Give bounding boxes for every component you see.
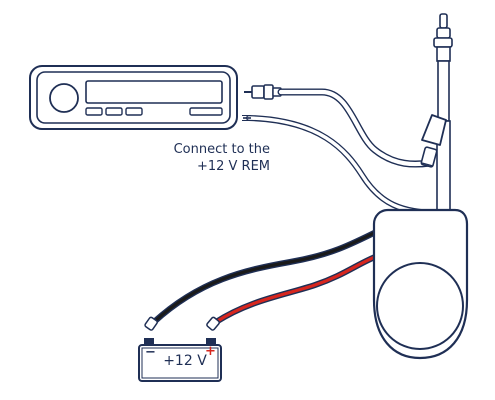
- volume-knob-icon: [49, 83, 79, 113]
- car-battery-icon: [138, 338, 222, 382]
- preset-button-3: [125, 107, 143, 116]
- antenna-motor-housing-icon: [372, 208, 469, 360]
- preset-button-2: [105, 107, 123, 116]
- radio-display: [85, 80, 223, 104]
- power-terminal-icon: [206, 316, 220, 331]
- battery-negative-symbol: −: [145, 345, 156, 360]
- battery-voltage-label: +12 V: [163, 353, 207, 369]
- rem-voltage-label: +12 V REM: [196, 159, 270, 174]
- power-antenna-icon: [420, 13, 453, 217]
- motor-cover-icon: [376, 262, 464, 350]
- car-radio-head-unit-icon: [29, 65, 238, 130]
- preset-button-4: [189, 107, 223, 116]
- rem-connection-label: Connect to the: [173, 142, 270, 157]
- rca-plug-icon: [244, 84, 282, 100]
- ground-terminal-icon: [144, 316, 158, 331]
- ground-wire-black: [151, 227, 383, 325]
- battery-positive-symbol: +: [205, 344, 216, 359]
- preset-button-1: [85, 107, 103, 116]
